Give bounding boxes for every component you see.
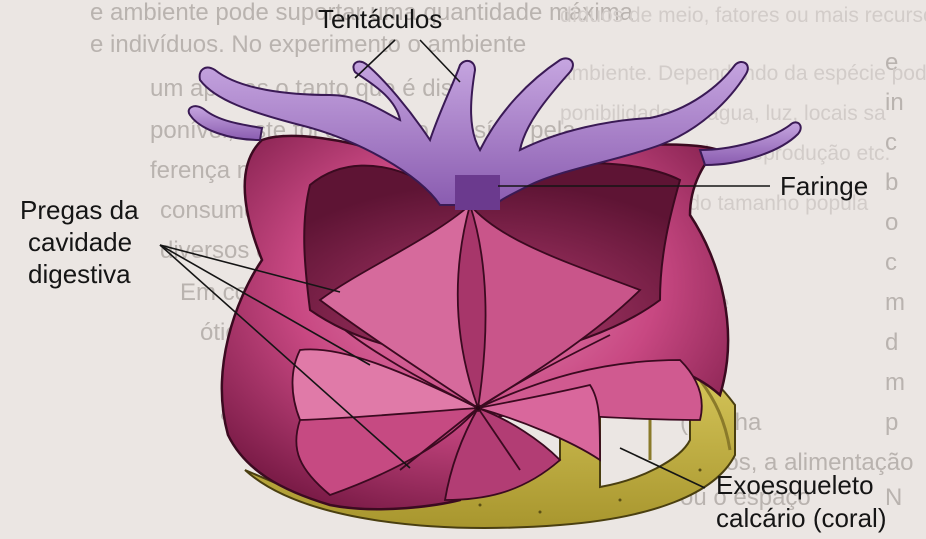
- svg-text:N: N: [885, 484, 902, 511]
- svg-text:e indivíduos. No experimento o: e indivíduos. No experimento o ambiente: [90, 31, 526, 58]
- svg-text:d: d: [885, 329, 898, 356]
- label-exoskeleton-line1: Exoesqueleto: [716, 470, 874, 501]
- svg-text:p: p: [885, 409, 898, 436]
- label-folds-line2: cavidade: [28, 227, 132, 258]
- label-folds-line1: Pregas da: [20, 195, 139, 226]
- svg-text:o: o: [885, 209, 898, 236]
- label-folds-line3: digestiva: [28, 259, 131, 290]
- label-exoskeleton-line2: calcário (coral): [716, 503, 887, 534]
- svg-text:m: m: [885, 289, 905, 316]
- label-tentacles: Tentáculos: [318, 4, 442, 35]
- label-pharynx: Faringe: [780, 171, 868, 202]
- svg-text:in: in: [885, 89, 904, 116]
- svg-text:m: m: [885, 369, 905, 396]
- svg-text:b: b: [885, 169, 898, 196]
- svg-text:díduos de meio, fatores ou mai: díduos de meio, fatores ou mais recursos: [560, 4, 926, 27]
- svg-text:c: c: [885, 249, 897, 276]
